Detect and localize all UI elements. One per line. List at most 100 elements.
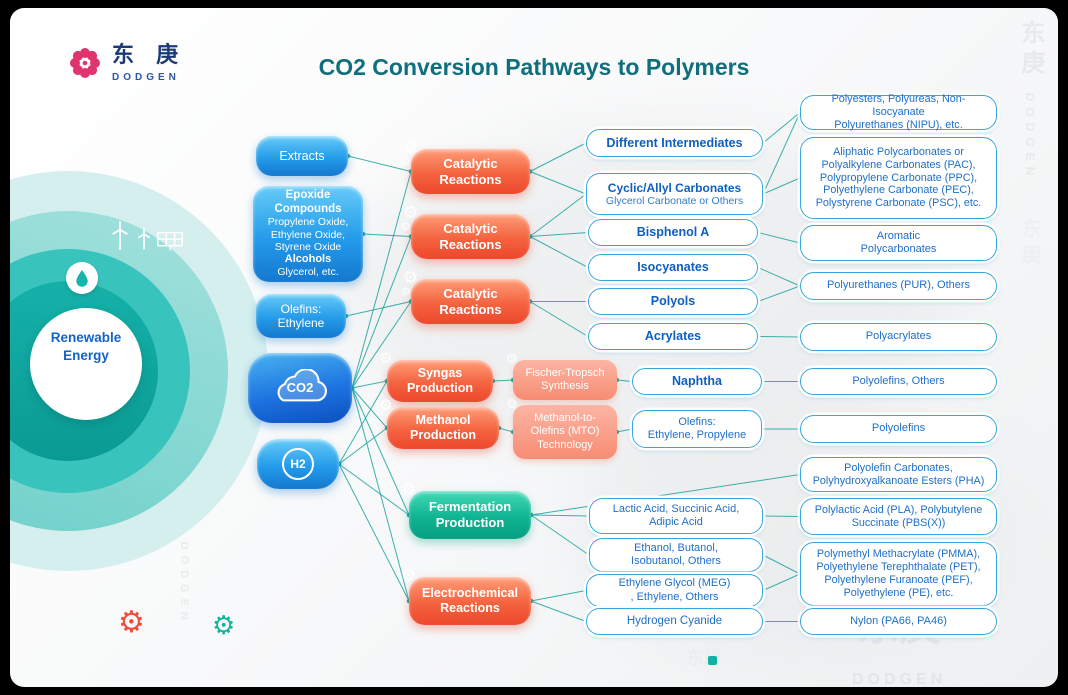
source-extracts: Extracts	[256, 136, 348, 176]
product-polyurethanes-pur: Polyurethanes (PUR), Others	[800, 272, 997, 300]
gear-icon: ⚙	[506, 351, 518, 366]
intermediate-label: Hydrogen Cyanide	[626, 614, 723, 627]
epoxide-items: Propylene Oxide, Ethylene Oxide, Styrene…	[267, 216, 349, 254]
gear-icon: ⚙	[401, 286, 411, 298]
product-label: Aromatic Polycarbonates	[860, 229, 937, 255]
subprocess-label: Fischer-Tropsch Synthesis	[525, 366, 605, 392]
intermediate-polyols: Polyols	[588, 288, 758, 315]
process-label: Catalytic Reactions	[439, 285, 502, 317]
product-label: Aliphatic Polycarbonates or Polyalkylene…	[815, 145, 982, 210]
intermediate-sublabel: Glycerol Carbonate or Others	[605, 194, 744, 207]
intermediate-label: Bisphenol A	[636, 225, 710, 239]
intermediate-ethylene-glycol-meg: Ethylene Glycol (MEG) , Ethylene, Others	[586, 574, 763, 607]
intermediate-hydrogen-cyanide: Hydrogen Cyanide	[586, 608, 763, 635]
alcohols-title: Alcohols	[284, 253, 332, 266]
renewable-energy-label: Renewable Energy	[50, 330, 122, 363]
intermediate-label: Ethanol, Butanol, Isobutanol, Others	[631, 541, 721, 567]
page-title: CO2 Conversion Pathways to Polymers	[318, 54, 750, 80]
process-catalytic-reactions-3: ⚙ ⚙ Catalytic Reactions	[401, 269, 530, 324]
gear-icon: ⚙	[506, 396, 518, 411]
process-label: Catalytic Reactions	[439, 155, 502, 187]
gear-icon: ⚙	[403, 203, 419, 222]
process-label: Catalytic Reactions	[439, 220, 502, 252]
gear-icon: ⚙	[379, 350, 393, 367]
energy-center	[30, 308, 142, 420]
process-electrochemical-reactions: ⚙ Electrochemical Reactions	[401, 567, 531, 625]
epoxide-title: Epoxide Compounds	[274, 189, 342, 215]
intermediate-label: Lactic Acid, Succinic Acid, Adipic Acid	[612, 502, 740, 528]
intermediate-label: Ethylene Glycol (MEG) , Ethylene, Others	[618, 577, 731, 603]
red-gear-icon: ⚙	[118, 606, 145, 639]
teal-square-decoration	[708, 656, 717, 665]
process-label: Methanol Production	[410, 413, 476, 442]
intermediate-naphtha: Naphtha	[632, 368, 762, 395]
process-label: Syngas Production	[407, 366, 473, 395]
co2-label: CO2	[286, 380, 314, 395]
intermediate-label: Polyols	[650, 294, 696, 308]
product-aromatic-polycarbonates: Aromatic Polycarbonates	[800, 225, 997, 261]
subprocess-mto-technology: ⚙ Methanol-to- Olefins (MTO) Technology	[506, 397, 617, 459]
source-co2: CO2	[248, 353, 352, 423]
process-catalytic-reactions-1: ⚙ ⚙ Catalytic Reactions	[401, 139, 530, 194]
product-label: Polyolefins, Others	[852, 374, 945, 387]
logo-text-en: DODGEN	[112, 72, 180, 83]
gear-icon: ⚙	[401, 221, 411, 233]
product-polyolefin-carbonates-pha: Polyolefin Carbonates, Polyhydroxyalkano…	[800, 457, 997, 492]
product-nylon: Nylon (PA66, PA46)	[800, 608, 997, 635]
product-label: Polyacrylates	[865, 330, 932, 343]
product-label: Polymethyl Methacrylate (PMMA), Polyethy…	[816, 548, 981, 599]
intermediate-label: Different Intermediates	[606, 135, 743, 150]
process-label: Fermentation Production	[428, 499, 512, 530]
subprocess-label: Methanol-to- Olefins (MTO) Technology	[530, 412, 600, 451]
intermediate-label: Isocyanates	[637, 260, 709, 274]
gear-icon: ⚙	[403, 268, 419, 287]
intermediate-isocyanates: Isocyanates	[588, 254, 758, 281]
product-pmma-pet-pef-pe: Polymethyl Methacrylate (PMMA), Polyethy…	[800, 542, 997, 606]
teal-gear-icon: ⚙	[212, 610, 236, 640]
droplet-icon	[66, 262, 98, 294]
process-catalytic-reactions-2: ⚙ ⚙ Catalytic Reactions	[401, 204, 530, 259]
source-extracts-label: Extracts	[279, 148, 325, 163]
intermediate-ethanol-butanol: Ethanol, Butanol, Isobutanol, Others	[589, 538, 763, 572]
eco-icons	[108, 220, 184, 252]
intermediate-label: Acrylates	[644, 329, 702, 343]
wind-turbine-icon	[112, 221, 128, 250]
intermediate-acrylates: Acrylates	[588, 323, 758, 350]
company-logo: 东 庚 DODGEN	[66, 44, 186, 83]
cloud-icon: CO2	[269, 368, 331, 408]
h2-label: H2	[290, 456, 306, 471]
flower-logo-icon	[70, 48, 100, 78]
intermediate-lactic-succinic-adipic: Lactic Acid, Succinic Acid, Adipic Acid	[589, 498, 763, 534]
product-label: Polylactic Acid (PLA), Polybutylene Succ…	[814, 503, 983, 529]
intermediate-olefins-ethylene-propylene: Olefins: Ethylene, Propylene	[632, 410, 762, 448]
process-label: Electrochemical Reactions	[422, 586, 518, 615]
watermark: 东庚 DODGEN	[1017, 20, 1044, 182]
intermediate-cyclic-allyl-carbonates: Cyclic/Allyl Carbonates Glycerol Carbona…	[586, 173, 763, 215]
intermediate-bisphenol-a: Bisphenol A	[588, 219, 758, 246]
gear-icon: ⚙	[401, 156, 411, 168]
product-label: Polyurethanes (PUR), Others	[826, 279, 971, 292]
alcohols-items: Glycerol, etc.	[277, 266, 339, 279]
product-label: Polyolefin Carbonates, Polyhydroxyalkano…	[812, 461, 985, 487]
process-syngas-production: ⚙ Syngas Production	[379, 351, 493, 402]
wind-turbine-icon	[138, 227, 150, 250]
source-epoxide-compounds: Epoxide Compounds Propylene Oxide, Ethyl…	[253, 186, 363, 282]
source-h2: H2	[257, 439, 339, 489]
product-polyacrylates: Polyacrylates	[800, 323, 997, 351]
product-polyesters-nipu: Polyesters, Polyureas, Non-Isocyanate Po…	[800, 93, 997, 131]
product-label: Nylon (PA66, PA46)	[850, 614, 947, 627]
product-polyolefins-others: Polyolefins, Others	[800, 368, 997, 395]
product-label: Polyesters, Polyureas, Non-Isocyanate Po…	[831, 93, 966, 131]
product-pla-pbs: Polylactic Acid (PLA), Polybutylene Succ…	[800, 498, 997, 535]
gear-icon: ⚙	[401, 480, 417, 499]
product-aliphatic-polycarbonates: Aliphatic Polycarbonates or Polyalkylene…	[800, 137, 997, 219]
watermark: 东庚	[1018, 218, 1040, 270]
gear-icon: ⚙	[401, 566, 417, 585]
process-fermentation-production: ⚙ Fermentation Production	[401, 481, 531, 539]
intermediate-label: Cyclic/Allyl Carbonates	[607, 180, 742, 195]
logo-text-cn: 东 庚	[112, 42, 187, 67]
gear-icon: ⚙	[379, 397, 393, 414]
gear-icon: ⚙	[403, 138, 419, 157]
